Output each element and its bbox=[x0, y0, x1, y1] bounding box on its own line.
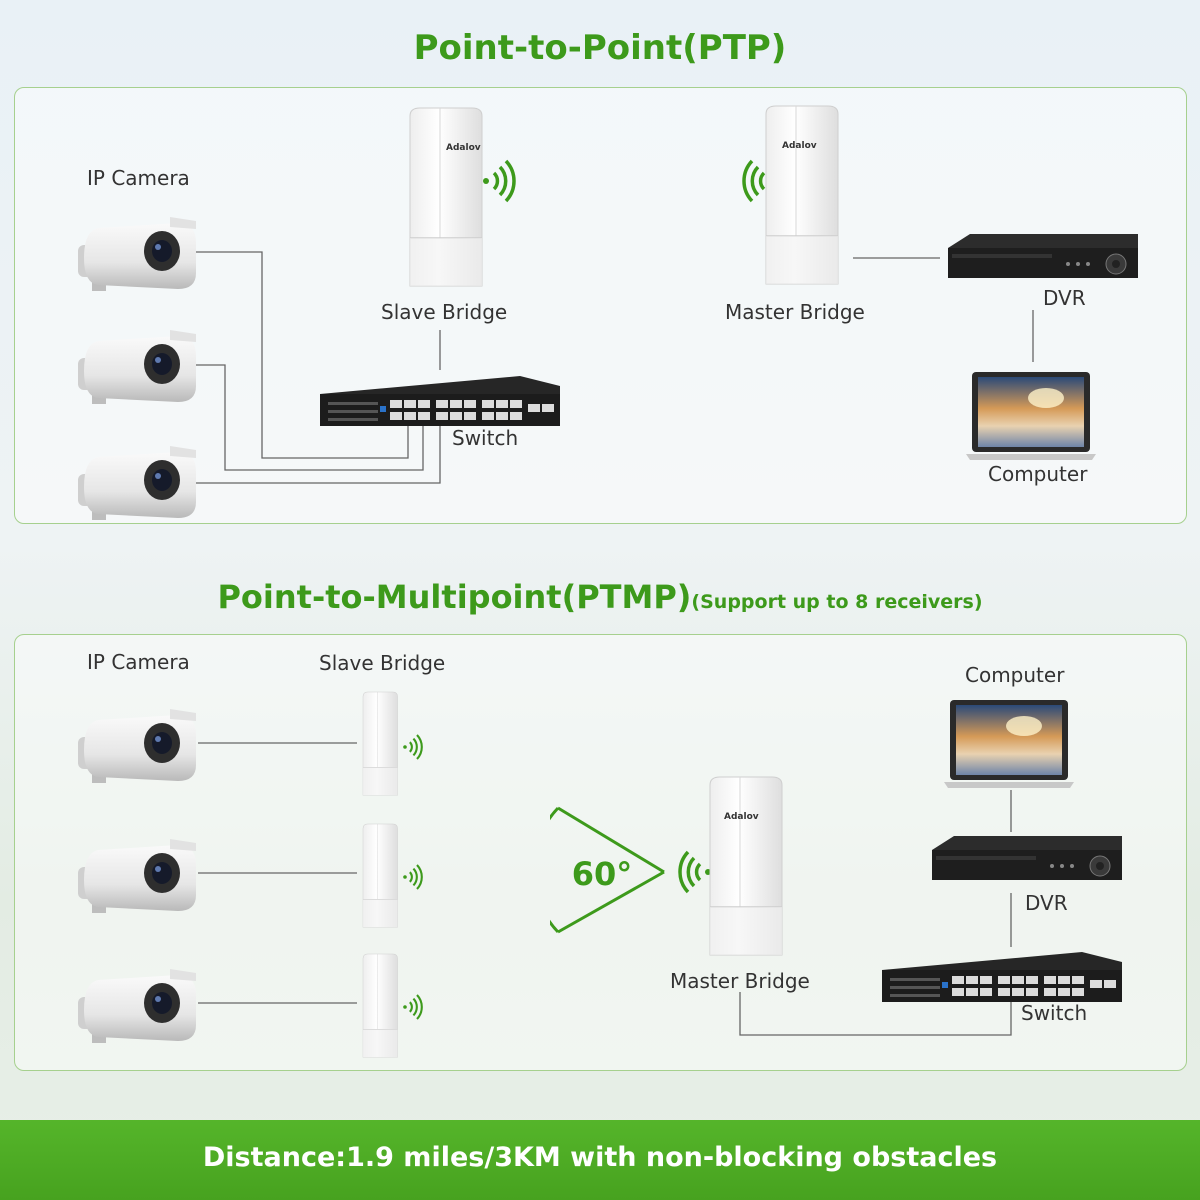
ptmp-slave-wifi-icon-1 bbox=[402, 733, 423, 761]
ptmp-subtitle: (Support up to 8 receivers) bbox=[691, 591, 983, 613]
ptmp-computer-label: Computer bbox=[965, 663, 1065, 687]
ptmp-master-brand: Adalov bbox=[724, 812, 759, 822]
ptmp-master-bridge-label: Master Bridge bbox=[670, 969, 810, 993]
ptp-dvr bbox=[947, 233, 1139, 279]
ptmp-dvr bbox=[931, 835, 1123, 881]
ptp-slave-bridge: Adalov bbox=[409, 107, 483, 287]
ptp-computer bbox=[966, 372, 1096, 460]
ptmp-master-bridge: Adalov bbox=[709, 776, 783, 956]
ptmp-camera-3 bbox=[78, 969, 196, 1043]
angle-label: 60° bbox=[572, 855, 633, 893]
ptmp-slave-wifi-icon-3 bbox=[402, 993, 423, 1021]
ptp-camera-3 bbox=[78, 446, 196, 520]
ptp-dvr-label: DVR bbox=[1043, 286, 1086, 310]
ptp-computer-label: Computer bbox=[988, 462, 1088, 486]
ptp-slave-bridge-label: Slave Bridge bbox=[381, 300, 508, 324]
angle-indicator: 60° bbox=[550, 806, 665, 934]
ptp-switch bbox=[320, 376, 560, 426]
ptp-slave-brand: Adalov bbox=[446, 143, 481, 153]
ptp-camera-2 bbox=[78, 330, 196, 404]
ptp-switch-label: Switch bbox=[452, 426, 519, 450]
ptmp-camera-1 bbox=[78, 709, 196, 783]
ptp-title: Point-to-Point(PTP) bbox=[413, 28, 787, 68]
ptmp-switch bbox=[882, 952, 1122, 1002]
ptp-camera-1 bbox=[78, 217, 196, 291]
ptp-master-bridge-label: Master Bridge bbox=[725, 300, 865, 324]
ptmp-slave-wifi-icon-2 bbox=[402, 863, 423, 891]
ptmp-slave-bridge-2 bbox=[362, 823, 398, 928]
ptp-master-brand: Adalov bbox=[782, 141, 817, 151]
footer-banner: Distance:1.9 miles/3KM with non-blocking… bbox=[0, 1120, 1200, 1200]
ptmp-title-main: Point-to-Multipoint(PTMP) bbox=[217, 578, 692, 616]
ptmp-switch-label: Switch bbox=[1021, 1001, 1088, 1025]
ptmp-slave-bridge-1 bbox=[362, 691, 398, 796]
ptmp-ip-camera-label: IP Camera bbox=[87, 650, 190, 674]
ptmp-camera-2 bbox=[78, 839, 196, 913]
ptp-slave-wifi-icon bbox=[481, 159, 516, 203]
ptmp-title: Point-to-Multipoint(PTMP)(Support up to … bbox=[0, 578, 1200, 616]
footer-distance-text: Distance:1.9 miles/3KM with non-blocking… bbox=[202, 1142, 998, 1173]
ptmp-slave-bridge-label: Slave Bridge bbox=[319, 651, 446, 675]
ptp-master-bridge: Adalov bbox=[765, 105, 839, 285]
ptmp-slave-bridge-3 bbox=[362, 953, 398, 1058]
ptp-ip-camera-label: IP Camera bbox=[87, 166, 190, 190]
ptmp-computer bbox=[944, 700, 1074, 788]
ptmp-dvr-label: DVR bbox=[1025, 891, 1068, 915]
